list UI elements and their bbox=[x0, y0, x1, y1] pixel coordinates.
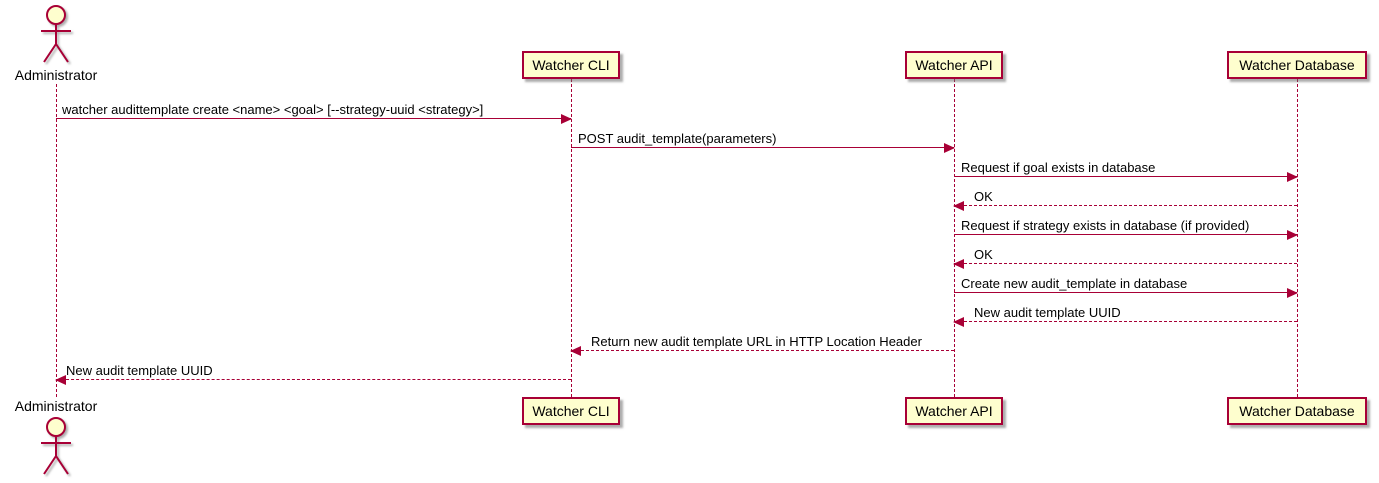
participant-watcher-cli-bottom: Watcher CLI bbox=[522, 397, 620, 425]
message-label: Request if goal exists in database bbox=[961, 160, 1156, 175]
message-label: Return new audit template URL in HTTP Lo… bbox=[591, 334, 922, 349]
actor-label-top: Administrator bbox=[14, 67, 98, 83]
arrowhead-right-icon bbox=[1287, 288, 1298, 298]
message-label: watcher audittemplate create <name> <goa… bbox=[62, 102, 484, 117]
message-arrow bbox=[954, 288, 1298, 298]
actor-icon bbox=[41, 417, 71, 475]
participant-watcher-database-top: Watcher Database bbox=[1227, 51, 1367, 79]
message-label: Create new audit_template in database bbox=[961, 276, 1188, 291]
message-label: OK bbox=[974, 247, 993, 262]
message-label: OK bbox=[974, 189, 993, 204]
message-arrow bbox=[55, 375, 571, 385]
lifeline-watcher-cli bbox=[571, 79, 572, 397]
arrowhead-left-icon bbox=[953, 259, 964, 269]
participant-watcher-api-bottom: Watcher API bbox=[905, 397, 1003, 425]
message-arrow bbox=[56, 114, 572, 124]
participant-watcher-database-bottom: Watcher Database bbox=[1227, 397, 1367, 425]
participant-watcher-api-top: Watcher API bbox=[905, 51, 1003, 79]
lifeline-administrator bbox=[56, 84, 57, 397]
actor-figure-bottom bbox=[36, 414, 76, 483]
participant-watcher-cli-top: Watcher CLI bbox=[522, 51, 620, 79]
arrowhead-left-icon bbox=[953, 317, 964, 327]
arrowhead-right-icon bbox=[1287, 172, 1298, 182]
message-label: Request if strategy exists in database (… bbox=[961, 218, 1250, 233]
arrowhead-right-icon bbox=[561, 114, 572, 124]
actor-label-bottom: Administrator bbox=[14, 398, 98, 414]
message-arrow bbox=[953, 259, 1297, 269]
message-arrow bbox=[953, 201, 1297, 211]
message-arrow bbox=[954, 230, 1298, 240]
arrowhead-left-icon bbox=[570, 346, 581, 356]
arrowhead-right-icon bbox=[944, 143, 955, 153]
message-arrow bbox=[570, 346, 954, 356]
arrowhead-right-icon bbox=[1287, 230, 1298, 240]
message-arrow bbox=[953, 317, 1297, 327]
message-arrow bbox=[954, 172, 1298, 182]
message-label: POST audit_template(parameters) bbox=[578, 131, 777, 146]
message-arrow bbox=[571, 143, 955, 153]
lifeline-watcher-api bbox=[954, 79, 955, 397]
arrowhead-left-icon bbox=[953, 201, 964, 211]
actor-icon bbox=[41, 5, 71, 63]
arrowhead-left-icon bbox=[55, 375, 66, 385]
actor-figure-top bbox=[36, 4, 76, 71]
message-label: New audit template UUID bbox=[974, 305, 1121, 320]
message-label: New audit template UUID bbox=[66, 363, 213, 378]
